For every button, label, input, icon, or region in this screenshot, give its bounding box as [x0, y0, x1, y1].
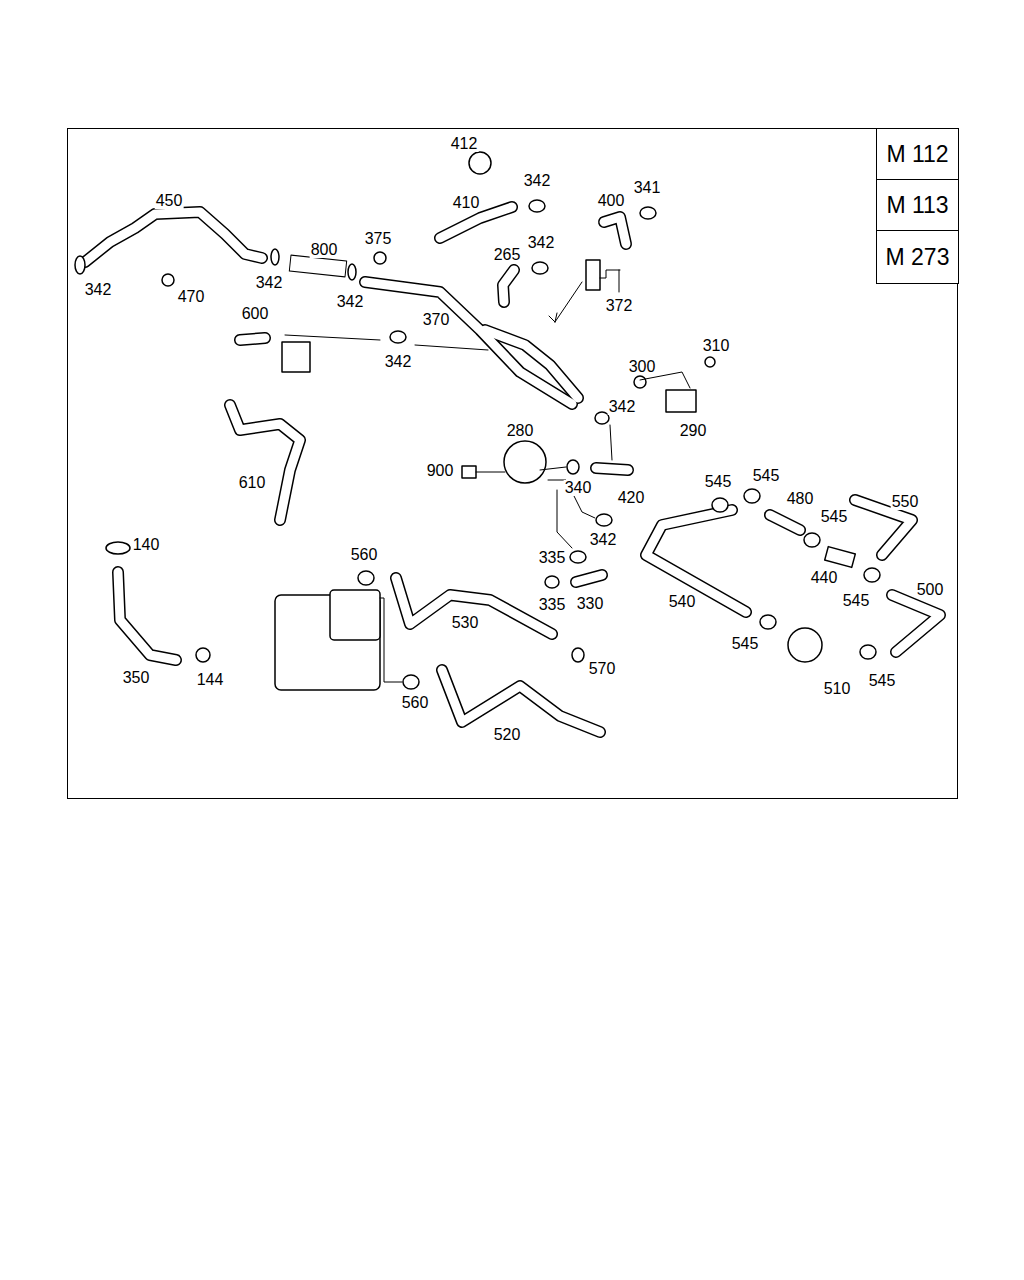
- callout-number: 410: [452, 195, 481, 211]
- callout-number: 280: [506, 423, 535, 439]
- callout-number: 412: [450, 136, 479, 152]
- callout-number: 610: [238, 475, 267, 491]
- callout-number: 330: [576, 596, 605, 612]
- callout-number: 265: [493, 247, 522, 263]
- callout-number: 144: [196, 672, 225, 688]
- callout-number: 545: [820, 509, 849, 525]
- callout-number: 335: [538, 550, 567, 566]
- callout-number: 560: [401, 695, 430, 711]
- callout-number: 342: [523, 173, 552, 189]
- engine-code-cell: M 273: [876, 230, 959, 284]
- callout-number: 342: [255, 275, 284, 291]
- callout-number: 342: [608, 399, 637, 415]
- callout-number: 300: [628, 359, 657, 375]
- callout-number: 470: [177, 289, 206, 305]
- callout-number: 342: [527, 235, 556, 251]
- callout-number: 375: [364, 231, 393, 247]
- callout-number: 545: [868, 673, 897, 689]
- callout-number: 340: [564, 480, 593, 496]
- callout-number: 560: [350, 547, 379, 563]
- callout-number: 342: [589, 532, 618, 548]
- callout-number: 900: [426, 463, 455, 479]
- callout-number: 540: [668, 594, 697, 610]
- callout-number: 545: [731, 636, 760, 652]
- callout-number: 550: [891, 494, 920, 510]
- callout-number: 545: [704, 474, 733, 490]
- callout-number: 450: [155, 193, 184, 209]
- callout-number: 600: [241, 306, 270, 322]
- callout-number: 342: [384, 354, 413, 370]
- engine-code: M 273: [886, 244, 950, 271]
- callout-number: 290: [679, 423, 708, 439]
- callout-number: 800: [310, 242, 339, 258]
- callout-number: 370: [422, 312, 451, 328]
- callout-number: 400: [597, 193, 626, 209]
- callout-number: 500: [916, 582, 945, 598]
- callout-number: 420: [617, 490, 646, 506]
- callout-number: 372: [605, 298, 634, 314]
- callout-number: 310: [702, 338, 731, 354]
- engine-code-cell: M 113: [876, 179, 959, 231]
- callout-number: 341: [633, 180, 662, 196]
- callout-number: 545: [842, 593, 871, 609]
- engine-code: M 113: [886, 192, 948, 219]
- callout-number: 335: [538, 597, 567, 613]
- callout-number: 530: [451, 615, 480, 631]
- callout-number: 140: [132, 537, 161, 553]
- callout-number: 545: [752, 468, 781, 484]
- engine-code: M 112: [886, 141, 948, 168]
- callout-number: 510: [823, 681, 852, 697]
- callout-number: 350: [122, 670, 151, 686]
- callout-number: 342: [84, 282, 113, 298]
- callout-number: 570: [588, 661, 617, 677]
- engine-code-cell: M 112: [876, 128, 959, 180]
- callout-number: 480: [786, 491, 815, 507]
- callout-number: 342: [336, 294, 365, 310]
- callout-number: 440: [810, 570, 839, 586]
- callout-number: 520: [493, 727, 522, 743]
